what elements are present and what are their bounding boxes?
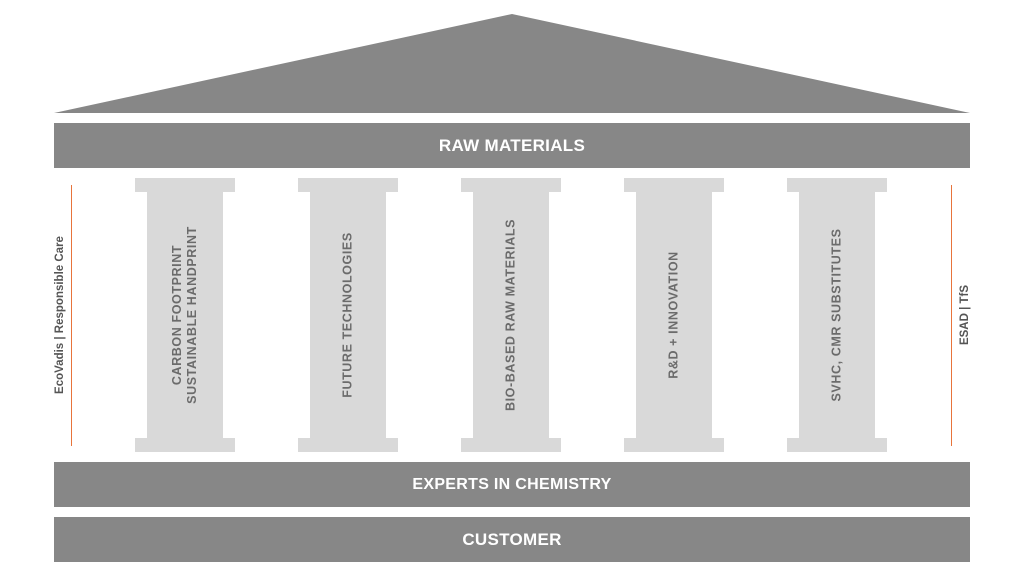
customer-band: CUSTOMER	[54, 517, 970, 562]
right-accent-line	[951, 185, 952, 446]
pillar-bio-based-raw-materials: BIO-BASED RAW MATERIALS	[461, 178, 561, 452]
pillar-capital	[298, 178, 398, 192]
experts-in-chemistry-label: EXPERTS IN CHEMISTRY	[412, 475, 612, 493]
pillar-shaft	[147, 192, 223, 438]
pillar-label: R&D + INNOVATION	[666, 251, 681, 379]
pillar-label: BIO-BASED RAW MATERIALS	[503, 218, 518, 412]
experts-in-chemistry-band: EXPERTS IN CHEMISTRY	[54, 462, 970, 507]
pillar-carbon-footprint: CARBON FOOTPRINT SUSTAINABLE HANDPRINT	[135, 178, 235, 452]
pillar-label: SVHC, CMR SUBSTITUTES	[829, 228, 844, 402]
pillar-rd-innovation: R&D + INNOVATION	[624, 178, 724, 452]
pillar-label: FUTURE TECHNOLOGIES	[340, 232, 355, 398]
pillar-base	[135, 438, 235, 452]
left-accent-line	[71, 185, 72, 446]
pillar-label: CARBON FOOTPRINT SUSTAINABLE HANDPRINT	[170, 226, 199, 404]
pillar-svhc-cmr-substitutes: SVHC, CMR SUBSTITUTES	[787, 178, 887, 452]
pillar-shaft	[799, 192, 875, 438]
pillar-shaft	[473, 192, 549, 438]
right-side-label: ESAD | TfS	[959, 284, 971, 346]
raw-materials-band: RAW MATERIALS	[54, 123, 970, 168]
customer-label: CUSTOMER	[462, 529, 562, 549]
raw-materials-label: RAW MATERIALS	[438, 135, 586, 155]
pillar-base	[461, 438, 561, 452]
pillar-base	[624, 438, 724, 452]
roof	[54, 14, 970, 113]
pillar-capital	[135, 178, 235, 192]
pillar-shaft	[310, 192, 386, 438]
pillar-capital	[787, 178, 887, 192]
pillar-future-technologies: FUTURE TECHNOLOGIES	[298, 178, 398, 452]
left-side-label: EcoVadis | Responsible Care	[54, 236, 66, 394]
pillar-shaft	[636, 192, 712, 438]
pillar-base	[298, 438, 398, 452]
pillar-capital	[624, 178, 724, 192]
roof-triangle	[54, 14, 970, 113]
pillar-capital	[461, 178, 561, 192]
pillar-base	[787, 438, 887, 452]
